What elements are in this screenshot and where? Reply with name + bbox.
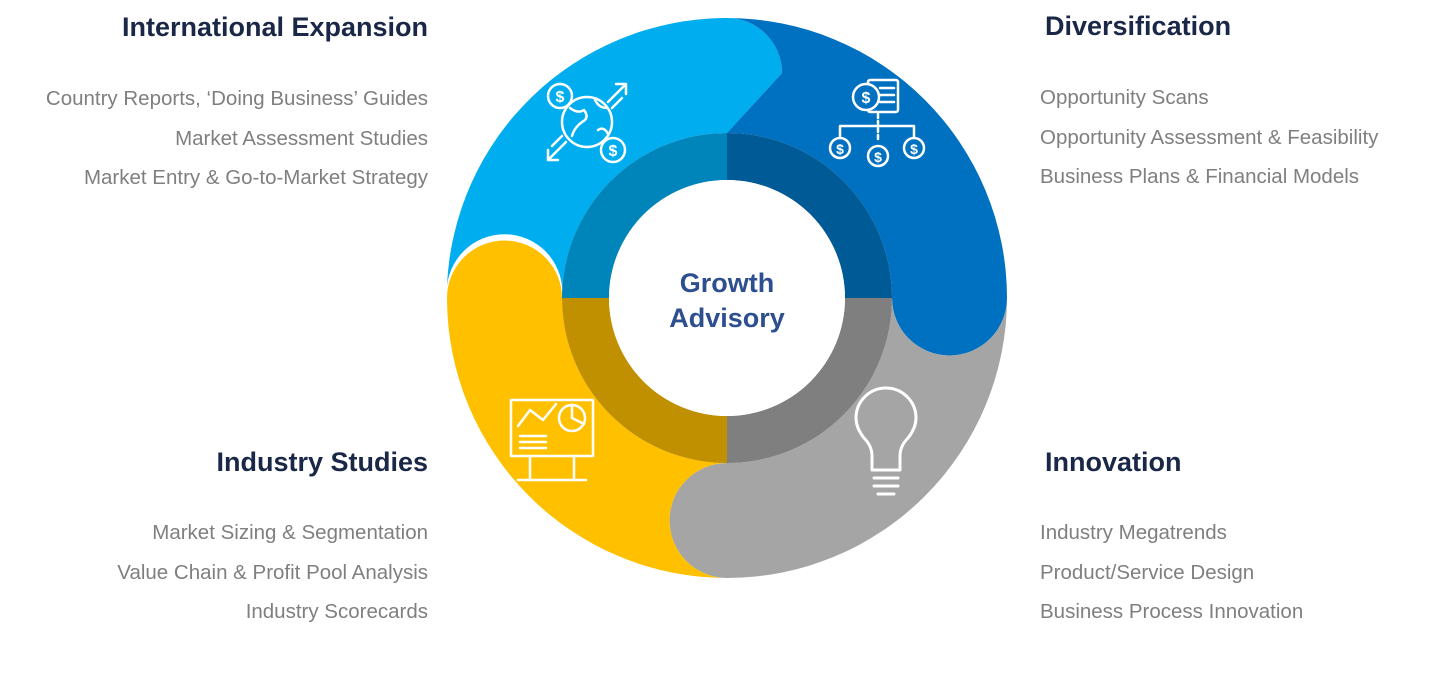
- svg-text:$: $: [836, 141, 844, 157]
- list-item: Industry Scorecards: [245, 600, 428, 623]
- segment-diversification: [727, 18, 1007, 356]
- list-item: Market Sizing & Segmentation: [152, 521, 428, 544]
- quadrant-title-international-expansion: International Expansion: [121, 12, 428, 42]
- quadrant-list-international-expansion: Country Reports, ‘Doing Business’ Guides…: [46, 79, 428, 198]
- list-item: Opportunity Assessment & Feasibility: [1040, 125, 1379, 149]
- quadrant-title-diversification: Diversification: [1045, 11, 1232, 41]
- svg-text:$: $: [609, 143, 618, 160]
- center-label-line2: Advisory: [669, 303, 785, 333]
- quadrant-list-innovation: Industry Megatrends Product/Service Desi…: [1040, 513, 1303, 632]
- center-circle: [609, 180, 845, 416]
- document-dollar-flow-icon: $ $ $ $: [828, 78, 926, 168]
- list-item: Business Plans & Financial Models: [1040, 165, 1360, 188]
- svg-text:$: $: [556, 89, 565, 106]
- inner-ring-bottom-left: [562, 298, 727, 463]
- list-item: Product/Service Design: [1040, 560, 1255, 584]
- svg-text:$: $: [910, 141, 918, 157]
- list-item: Market Entry & Go-to-Market Strategy: [83, 166, 428, 189]
- list-item: Opportunity Scans: [1040, 86, 1209, 109]
- analytics-board-icon: [509, 398, 595, 482]
- svg-text:$: $: [874, 149, 882, 165]
- inner-ring-top-left: [562, 133, 727, 298]
- inner-ring-bottom-right: [727, 298, 892, 463]
- list-item: Industry Megatrends: [1040, 521, 1227, 544]
- list-item: Business Process Innovation: [1040, 600, 1304, 623]
- lightbulb-icon: [854, 386, 918, 496]
- inner-ring-top-right: [727, 133, 892, 298]
- quadrant-list-industry-studies: Market Sizing & Segmentation Value Chain…: [117, 513, 428, 632]
- center-label-line1: Growth: [680, 268, 775, 298]
- quadrant-title-industry-studies: Industry Studies: [216, 447, 428, 477]
- svg-text:$: $: [862, 90, 871, 107]
- list-item: Market Assessment Studies: [175, 126, 428, 150]
- segment-industry-studies: [447, 240, 727, 578]
- globe-exchange-icon: $ $: [546, 82, 628, 164]
- list-item: Country Reports, ‘Doing Business’ Guides: [45, 87, 428, 110]
- quadrant-list-diversification: Opportunity Scans Opportunity Assessment…: [1040, 78, 1378, 197]
- segment-innovation: [669, 298, 1007, 578]
- list-item: Value Chain & Profit Pool Analysis: [117, 560, 428, 584]
- quadrant-title-innovation: Innovation: [1045, 447, 1182, 477]
